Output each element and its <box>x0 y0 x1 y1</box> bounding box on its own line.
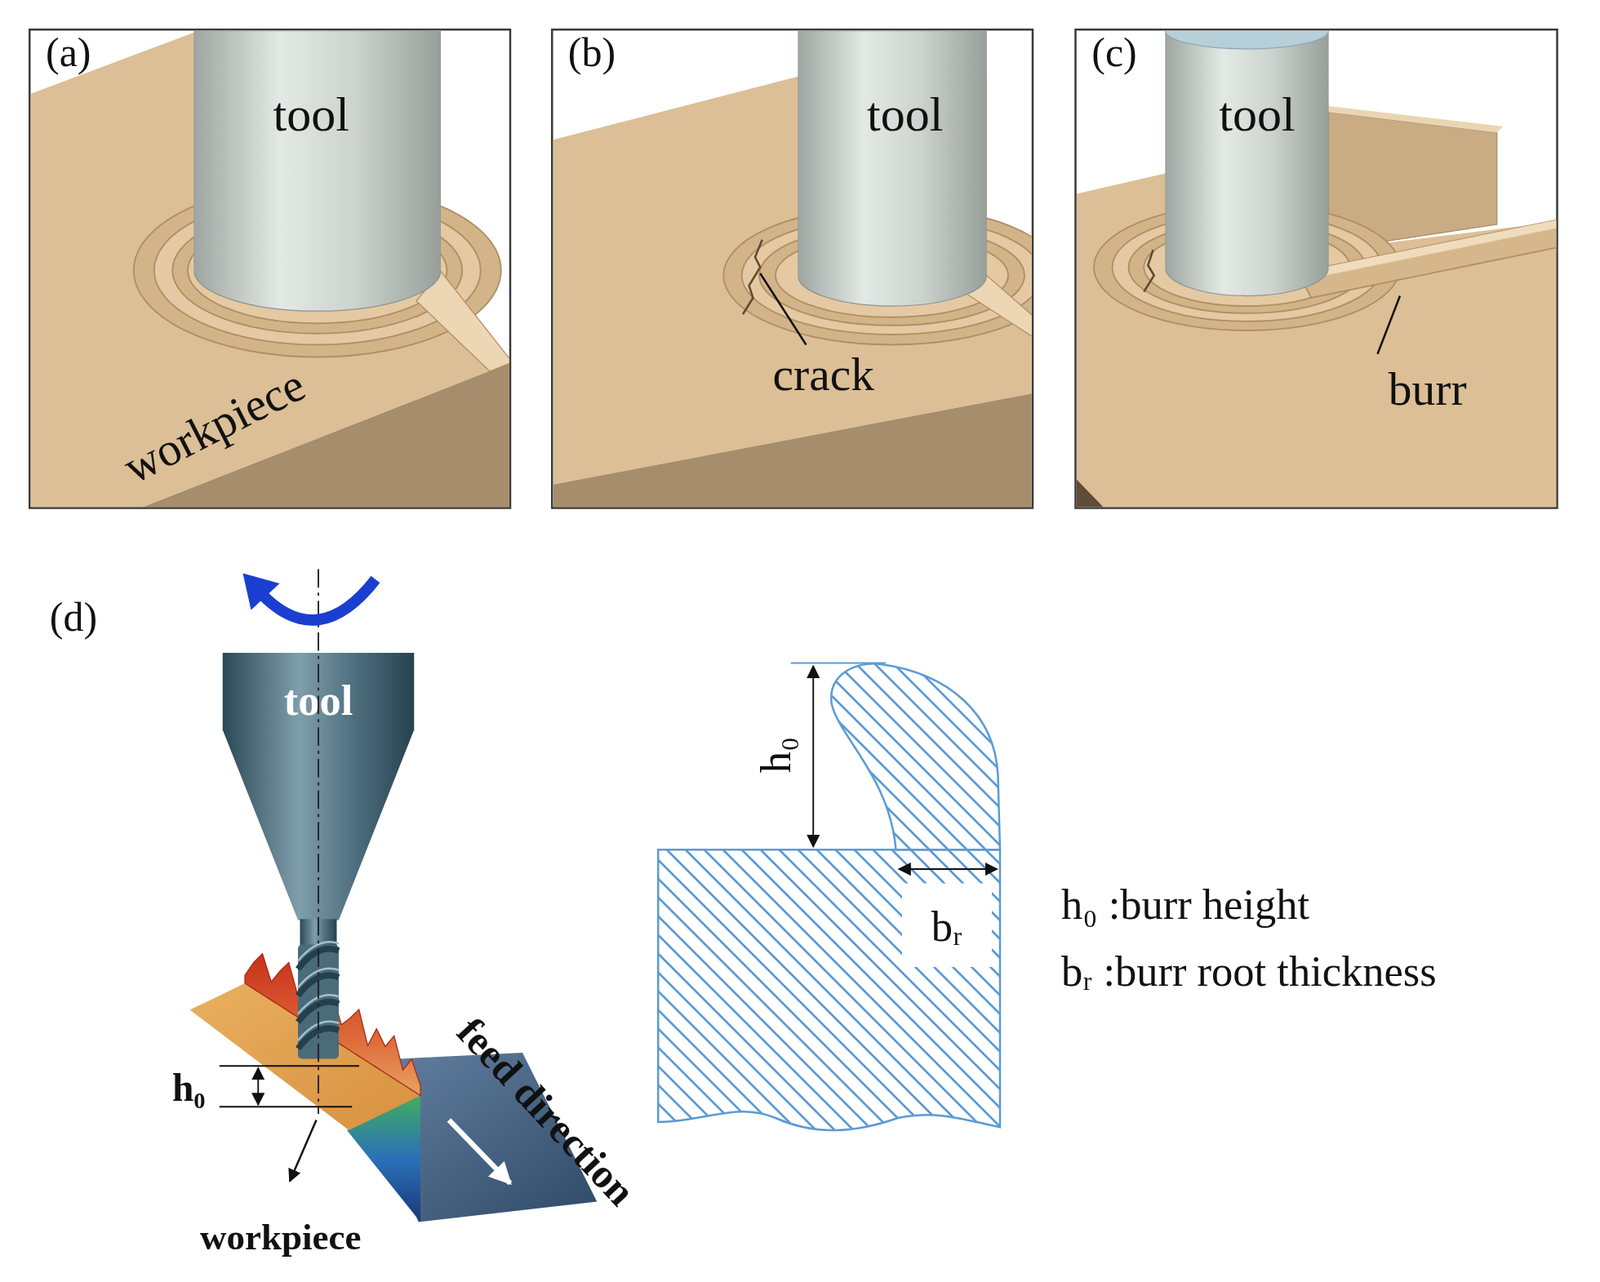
dimension-extension <box>219 1065 360 1067</box>
panel-letter: (d) <box>49 596 98 638</box>
tool-label: tool <box>866 89 943 139</box>
workpiece-front-face <box>553 392 1035 510</box>
dimension-extension <box>791 662 886 665</box>
rotation-arrow-head <box>243 573 280 611</box>
tool-art <box>1165 31 1329 302</box>
workpiece-front-face <box>1076 480 1108 510</box>
dimension-arrow <box>257 1068 259 1106</box>
tool-art <box>194 31 442 317</box>
tool-cylinder <box>798 31 987 307</box>
tool-cylinder <box>1165 31 1329 297</box>
burr-strip <box>1297 219 1559 298</box>
burr-wall-edge <box>1328 106 1504 134</box>
label-backdrop <box>902 884 992 969</box>
leader-arrow <box>289 1120 317 1183</box>
part-label: crack <box>773 351 875 399</box>
tool-label: tool <box>273 89 350 139</box>
axis-line <box>317 569 320 1116</box>
part-label: burr <box>1388 366 1467 414</box>
dimension-arrow <box>898 868 997 871</box>
tool-body: tool <box>194 31 442 317</box>
section-burr <box>831 663 1000 850</box>
workpiece-top-face <box>31 31 512 510</box>
figure-panel: tool(a)workpiece <box>28 28 512 510</box>
dimension-label: bᵣ <box>931 905 963 949</box>
tool-body: tool <box>798 31 987 312</box>
feed-arrow <box>448 1120 511 1185</box>
dimension-extension <box>219 1106 353 1108</box>
panel-letter: (b) <box>568 32 616 74</box>
crack-line <box>742 240 763 315</box>
leader-line <box>760 273 806 346</box>
dimension-arrow <box>812 666 814 847</box>
rotation-arrow <box>261 579 376 621</box>
section-body <box>657 849 1000 1131</box>
leader-line <box>1377 296 1401 355</box>
tool-top-cap <box>1165 31 1329 50</box>
tool-art <box>798 31 987 312</box>
panel-letter: (a) <box>45 32 92 74</box>
figure-panel: tool (b) crack <box>551 28 1034 510</box>
crack-line <box>1143 249 1155 292</box>
symbol-definition: bᵣ :burr root thickness <box>1061 950 1437 994</box>
symbol-definition: h₀ :burr height <box>1061 884 1310 928</box>
burr-lip <box>1297 219 1559 281</box>
dimension-label: h₀ <box>754 737 798 774</box>
panel-letter: (c) <box>1091 32 1138 74</box>
figure-panel: tool (c) burr <box>1074 28 1559 510</box>
tool-body: tool <box>1165 31 1329 302</box>
tool-label: tool <box>1218 89 1295 139</box>
dimension-label: h₀ <box>172 1068 206 1108</box>
tool-cylinder <box>194 31 442 312</box>
dimension-label: workpiece <box>200 1219 361 1257</box>
